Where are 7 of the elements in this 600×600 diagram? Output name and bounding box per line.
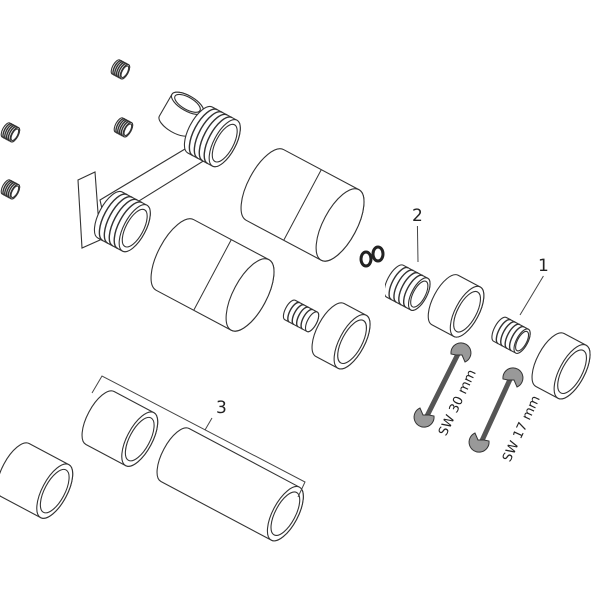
wrench-size-label: SW 30 mm — [436, 367, 480, 438]
callout-number: 3 — [216, 398, 227, 418]
leader-line — [520, 276, 544, 316]
callout-number: 2 — [412, 208, 423, 225]
callout-number: 1 — [538, 258, 549, 275]
wrench-size-label: SW 17 mm — [500, 393, 544, 464]
leader-line — [416, 226, 418, 262]
